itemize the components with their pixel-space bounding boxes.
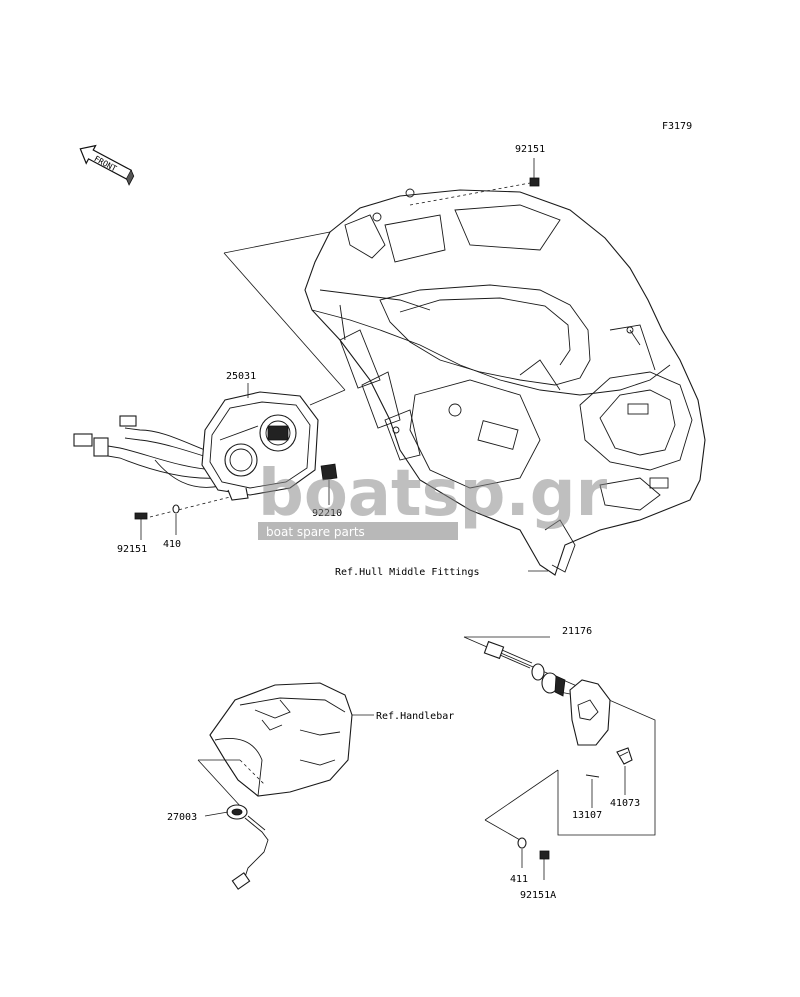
callout-bolt-top: 92151 <box>515 144 545 155</box>
bolt-92151A-part <box>539 850 550 880</box>
front-arrow-icon: FRONT <box>79 144 135 186</box>
callout-cap-meter: 92210 <box>312 508 342 519</box>
callout-bolt-switch: 92151A <box>520 890 556 901</box>
callout-washer-switch: 411 <box>510 874 528 885</box>
bolt-92151-top-part <box>409 158 540 206</box>
washer-411-part <box>517 837 527 868</box>
switch-21176-part <box>483 640 611 746</box>
hull-deck-part <box>304 188 706 576</box>
watermark-tagline: boat spare parts <box>266 525 365 539</box>
callout-switch-cap: 27003 <box>167 812 197 823</box>
callout-washer-meter: 410 <box>163 539 181 550</box>
handlebar-cover-part <box>197 682 353 809</box>
cap-92210-part <box>320 463 338 505</box>
watermark-logo: boatsp.gr boat spare parts <box>258 457 608 540</box>
callout-meter-assy: 25031 <box>226 371 256 382</box>
figure-code: F3179 <box>662 121 692 132</box>
callout-clip: 41073 <box>610 798 640 809</box>
pin-13107-part <box>585 774 600 808</box>
callout-ref-hull: Ref.Hull Middle Fittings <box>335 567 480 578</box>
clip-41073-part <box>616 747 633 795</box>
washer-410-part <box>172 504 180 535</box>
callout-pin: 13107 <box>572 810 602 821</box>
meter-assy-part <box>73 391 319 501</box>
switch-27003-part <box>226 804 269 890</box>
callout-ref-handlebar: Ref.Handlebar <box>376 711 454 722</box>
callout-switch-assy: 21176 <box>562 626 592 637</box>
watermark-brand: boatsp.gr <box>258 457 608 531</box>
bolt-92151-meter-part <box>134 496 231 540</box>
callout-bolt-meter: 92151 <box>117 544 147 555</box>
